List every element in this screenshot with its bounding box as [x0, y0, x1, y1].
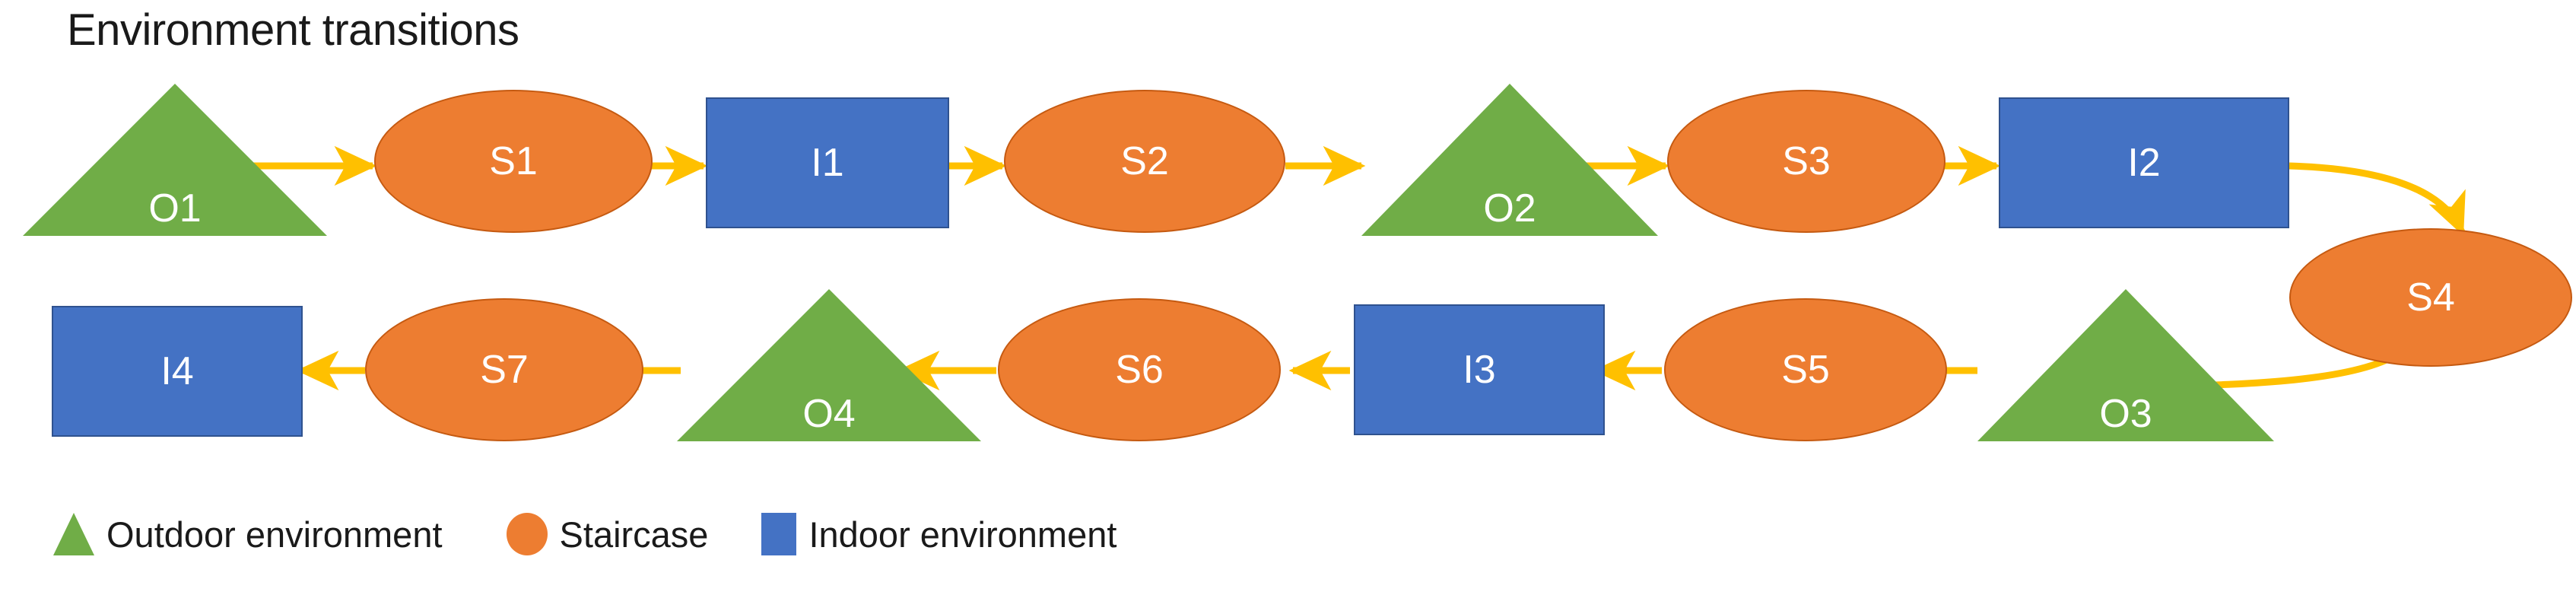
legend-label-staircase: Staircase	[559, 514, 709, 555]
node-o2-label: O2	[1483, 186, 1536, 231]
node-s2-label: S2	[1120, 139, 1169, 183]
node-i3[interactable]: I3	[1354, 304, 1605, 435]
indoor-rect-icon	[761, 513, 797, 555]
node-o4-label: O4	[802, 392, 856, 436]
node-s7-label: S7	[480, 348, 529, 392]
node-s1-label: S1	[489, 139, 538, 183]
node-i3-label: I3	[1463, 348, 1496, 392]
legend-item-staircase: Staircase	[506, 511, 709, 557]
staircase-ellipse-icon	[506, 513, 548, 555]
outdoor-triangle-icon	[53, 513, 94, 555]
node-o2[interactable]: O2	[1361, 84, 1658, 236]
node-s2[interactable]: S2	[1004, 90, 1285, 233]
node-s1[interactable]: S1	[374, 90, 653, 233]
node-i1-label: I1	[811, 141, 844, 185]
page-title: Environment transitions	[67, 5, 519, 55]
node-s6[interactable]: S6	[998, 298, 1281, 441]
node-i1[interactable]: I1	[706, 97, 949, 228]
node-i2-label: I2	[2127, 141, 2161, 185]
legend-label-outdoor: Outdoor environment	[106, 514, 443, 555]
legend-item-indoor: Indoor environment	[761, 511, 1116, 557]
node-s7[interactable]: S7	[365, 298, 643, 441]
edge-i2-s4	[2289, 162, 2466, 236]
node-o4[interactable]: O4	[677, 289, 981, 441]
node-s4-label: S4	[2406, 275, 2455, 320]
node-s5-label: S5	[1781, 348, 1830, 392]
node-s6-label: S6	[1115, 348, 1164, 392]
node-s5[interactable]: S5	[1664, 298, 1947, 441]
node-o3-label: O3	[2099, 392, 2152, 436]
node-s3[interactable]: S3	[1667, 90, 1945, 233]
node-i4[interactable]: I4	[52, 306, 303, 437]
node-s3-label: S3	[1782, 139, 1831, 183]
node-o1-label: O1	[148, 186, 202, 231]
legend: Outdoor environment Staircase Indoor env…	[53, 511, 1116, 557]
node-s4[interactable]: S4	[2289, 228, 2572, 367]
node-i4-label: I4	[160, 349, 194, 393]
node-o1[interactable]: O1	[23, 84, 327, 236]
node-i2[interactable]: I2	[1999, 97, 2289, 228]
legend-item-outdoor: Outdoor environment	[53, 511, 443, 557]
legend-label-indoor: Indoor environment	[808, 514, 1117, 555]
node-o3[interactable]: O3	[1977, 289, 2274, 441]
